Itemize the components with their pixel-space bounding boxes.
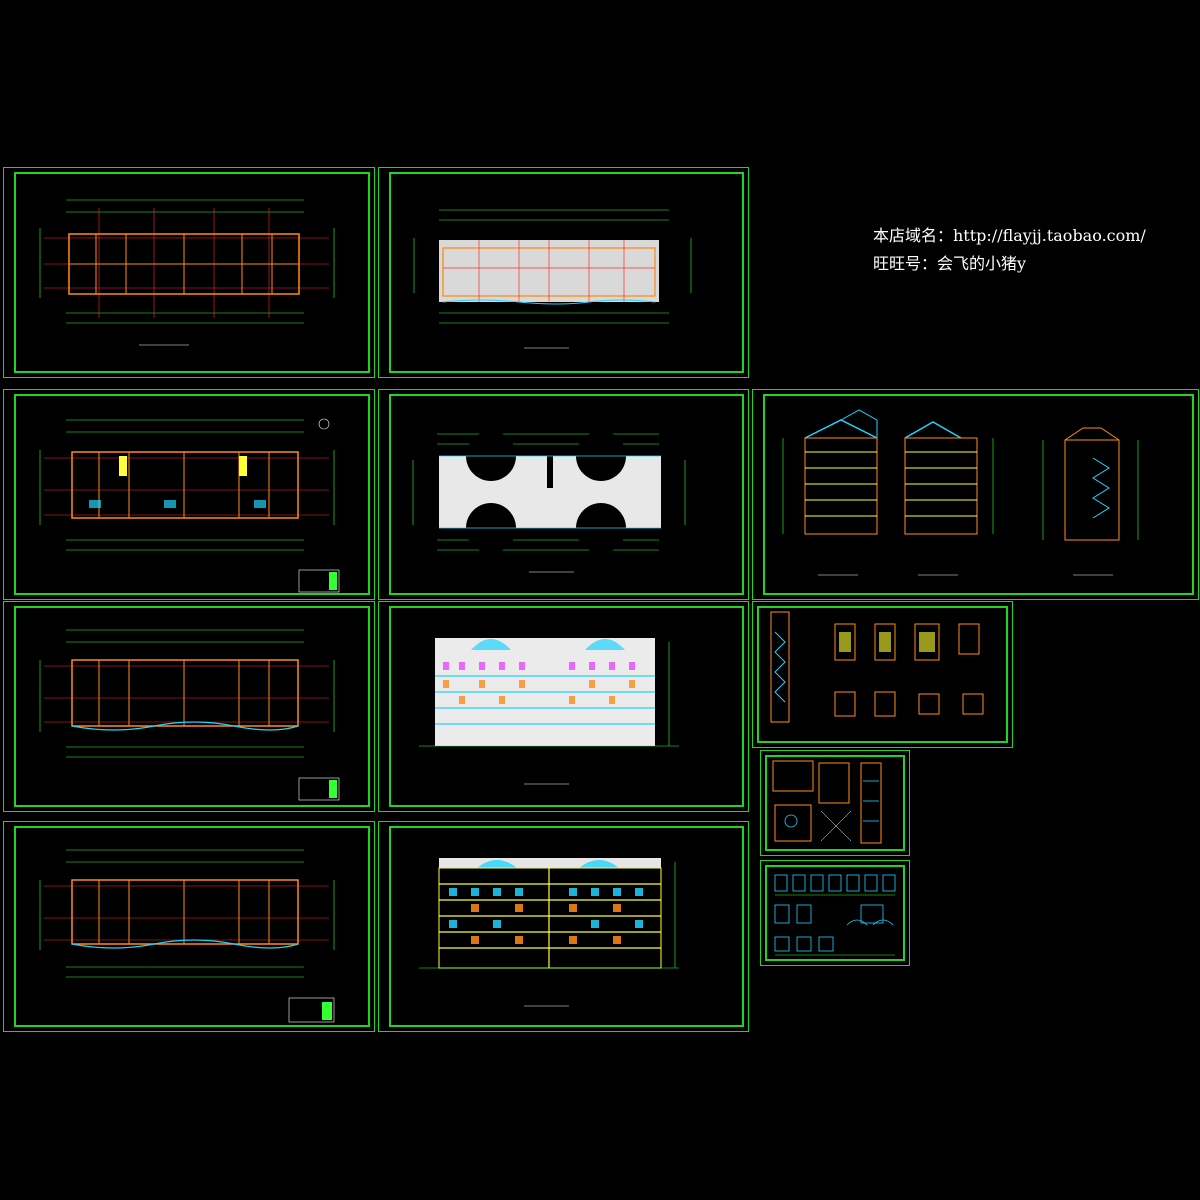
floor-plan-drawing [39, 849, 335, 1023]
drawing-sheet-floor-plan-4[interactable] [3, 601, 375, 812]
section-b [904, 421, 994, 535]
floor-plan-drawing [39, 629, 340, 801]
sheet-border [765, 865, 905, 961]
floor-plan-drawing [39, 199, 335, 346]
drawing-sheet-elevation-2[interactable] [378, 821, 749, 1032]
sections-drawing [782, 409, 1139, 576]
drawing-sheet-elevation-1[interactable] [378, 601, 749, 812]
store-info: 本店域名：http://flayjj.taobao.com/ 旺旺号：会飞的小猪… [873, 222, 1146, 278]
sheet-border [14, 394, 370, 595]
floor-plan-drawing [39, 418, 340, 593]
section-c [1042, 427, 1139, 541]
sheet-border [389, 606, 744, 807]
roof-plan-drawing [412, 431, 686, 573]
sheet-border [763, 394, 1194, 595]
store-domain-text: 本店域名：http://flayjj.taobao.com/ [873, 226, 1146, 245]
drawing-sheet-floor-plan-1[interactable] [3, 167, 375, 378]
details-drawing [774, 874, 896, 956]
sheet-border [14, 172, 370, 373]
elevation-drawing [419, 858, 679, 1007]
elevation-drawing [419, 638, 679, 785]
sheet-border [389, 172, 744, 373]
drawing-sheet-roof-plan[interactable] [378, 389, 749, 600]
details-drawing [772, 760, 882, 844]
drawing-sheet-details-2[interactable] [760, 750, 910, 856]
sheet-border [757, 606, 1008, 743]
sheet-border [14, 826, 370, 1027]
section-a [782, 409, 878, 535]
details-drawing [770, 611, 984, 723]
drawing-sheet-floor-plan-5[interactable] [3, 821, 375, 1032]
sheet-border [389, 394, 744, 595]
drawing-sheet-details-3[interactable] [760, 860, 910, 966]
floor-plan-drawing [413, 209, 692, 349]
sheet-border [765, 755, 905, 851]
sheet-border [389, 826, 744, 1027]
drawing-sheet-sections[interactable] [752, 389, 1199, 600]
sheet-border [14, 606, 370, 807]
drawing-sheet-details-1[interactable] [752, 601, 1013, 748]
drawing-sheet-floor-plan-3[interactable] [3, 389, 375, 600]
drawing-sheet-floor-plan-2[interactable] [378, 167, 749, 378]
store-wangwang-text: 旺旺号：会飞的小猪y [873, 254, 1027, 273]
